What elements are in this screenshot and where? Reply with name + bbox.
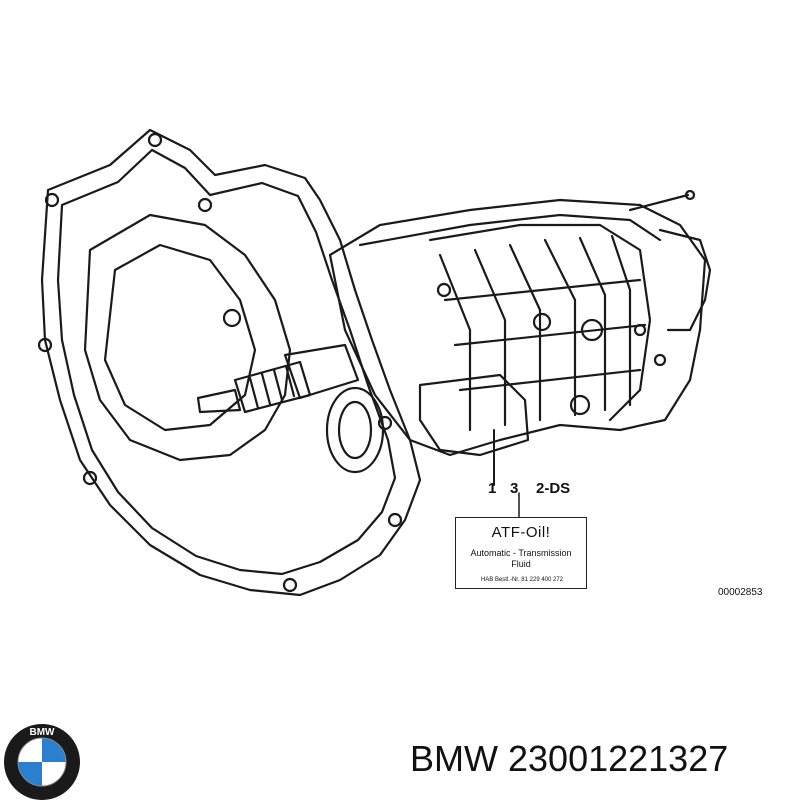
ref-number-2-ds: 2-DS (536, 480, 571, 497)
atf-label-small-print: HAB Bestl.-Nr. 81 229 400 272 (480, 577, 564, 583)
gearbox-case (328, 198, 707, 457)
caption-brand: BMW (410, 738, 498, 779)
diagram-id: 00002853 (718, 587, 763, 598)
caption-part-number: 23001221327 (508, 738, 729, 779)
part-caption: BMW 23001221327 (410, 738, 728, 780)
logo-letters: BMW (30, 727, 56, 738)
input-shaft (196, 388, 242, 414)
atf-oil-label: ATF-Oil! Automatic - Transmission Fluid … (455, 517, 587, 589)
ref-number-1: 1 (488, 480, 497, 497)
bmw-logo-icon: BMW (4, 724, 80, 800)
ref-number-3: 3 (510, 480, 519, 497)
atf-label-title: ATF-Oil! (491, 524, 551, 541)
bell-housing (40, 128, 422, 597)
atf-label-line2: Fluid (511, 559, 531, 569)
atf-label-line1: Automatic - Transmission (470, 548, 572, 558)
